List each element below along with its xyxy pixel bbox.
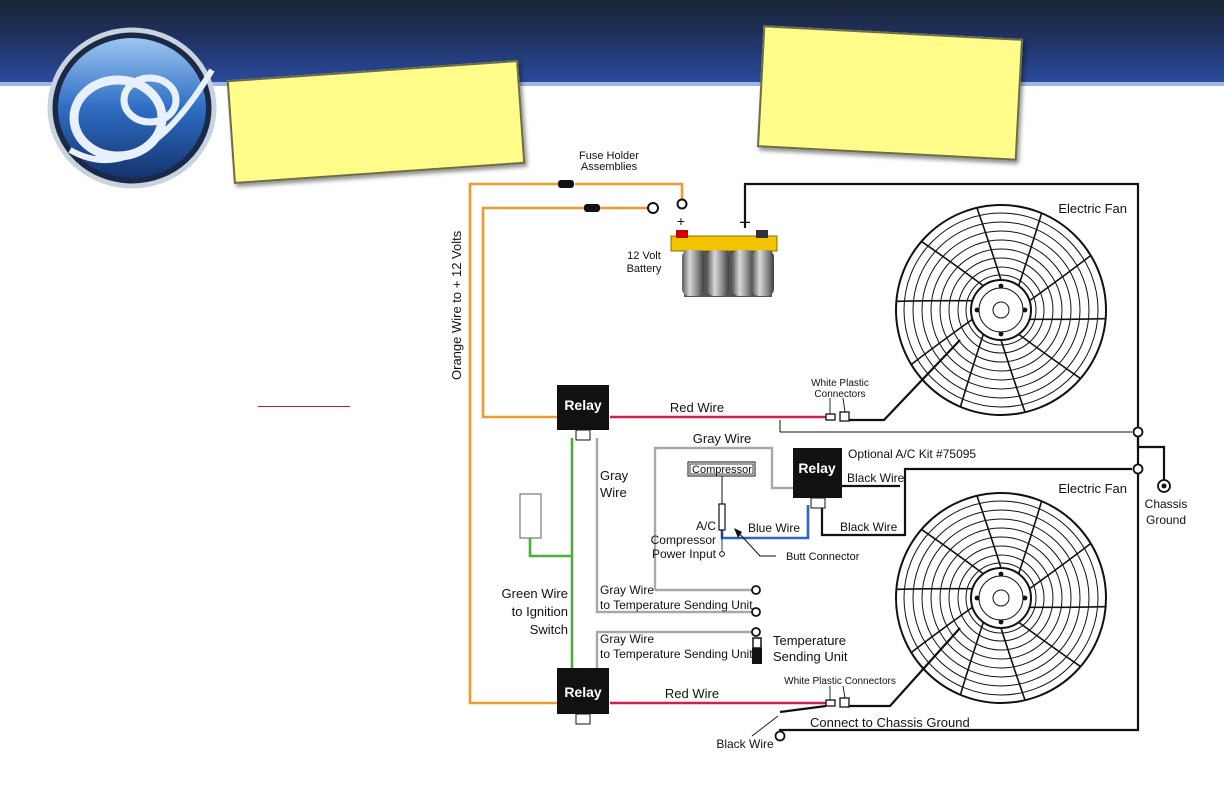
white-plastic-bottom-label: White Plastic Connectors bbox=[784, 676, 896, 687]
battery-label-2: Battery bbox=[627, 263, 662, 275]
temperature-sending-unit-icon bbox=[752, 637, 762, 664]
battery-icon bbox=[670, 230, 778, 297]
gray-temp-2-label-1: Gray Wire bbox=[600, 632, 654, 646]
black-wire-bottom-label: Black Wire bbox=[716, 737, 774, 751]
connect-chassis-label: Connect to Chassis Ground bbox=[810, 715, 970, 730]
green-wire bbox=[528, 438, 574, 668]
relay-bottom-label: Relay bbox=[564, 684, 602, 700]
fuse-holder-icon bbox=[558, 180, 688, 214]
blue-wire-label: Blue Wire bbox=[748, 521, 800, 535]
white-plastic-connector-icon bbox=[825, 411, 850, 708]
butt-connector-label: Butt Connector bbox=[786, 551, 860, 563]
green-wire-label-2: to Ignition bbox=[512, 604, 568, 619]
relay-icon bbox=[557, 385, 842, 725]
gray-temp-1-label-1: Gray Wire bbox=[600, 583, 654, 597]
ignition-switch-box bbox=[519, 493, 542, 539]
orange-wire-label: Orange Wire to + 12 Volts bbox=[449, 230, 464, 380]
fan-icon-top bbox=[895, 204, 1107, 416]
orange-wire bbox=[468, 182, 684, 705]
red-wire-top-label: Red Wire bbox=[670, 400, 724, 415]
battery-label-1: 12 Volt bbox=[627, 250, 661, 262]
black-wire-label-2: Black Wire bbox=[840, 520, 898, 534]
temp-sending-unit-label-1: Temperature bbox=[773, 633, 846, 648]
relay-top-label: Relay bbox=[564, 397, 602, 413]
relay-mid-label: Relay bbox=[798, 460, 836, 476]
electric-fan-bottom-label: Electric Fan bbox=[1058, 481, 1127, 496]
green-wire-label-1: Green Wire bbox=[502, 586, 568, 601]
electric-fan-top-label: Electric Fan bbox=[1058, 201, 1127, 216]
fan-icon-bottom bbox=[895, 492, 1107, 704]
gray-wire-top-label: Gray Wire bbox=[693, 431, 752, 446]
green-wire-label-3: Switch bbox=[530, 622, 568, 637]
compressor-label: Compressor bbox=[692, 464, 752, 476]
white-plastic-top-label-2: Connectors bbox=[814, 389, 865, 400]
be-cool-logo-icon bbox=[47, 27, 217, 189]
chassis-ground-label-1: Chassis bbox=[1145, 497, 1188, 511]
battery-plus-label: + bbox=[677, 213, 685, 229]
fuse-holder-label-1: Fuse Holder bbox=[579, 150, 639, 162]
gray-temp-1-label-2: to Temperature Sending Unit bbox=[600, 598, 753, 612]
black-wire-label-1: Black Wire bbox=[847, 471, 905, 485]
ac-power-label-3: Power Input bbox=[652, 547, 717, 561]
header-rule bbox=[0, 82, 1224, 86]
ac-power-label-1: A/C bbox=[696, 519, 716, 533]
link-underline bbox=[258, 406, 350, 407]
gray-wire-vert-label-1: Gray bbox=[600, 468, 629, 483]
gray-temp-2-label-2: to Temperature Sending Unit bbox=[600, 647, 753, 661]
optional-ac-label: Optional A/C Kit #75095 bbox=[848, 447, 976, 461]
gray-wire-vert-label-2: Wire bbox=[600, 485, 627, 500]
red-wire-bottom-label: Red Wire bbox=[665, 686, 719, 701]
fuse-holder-label-2: Assemblies bbox=[581, 161, 638, 173]
gray-wire bbox=[595, 438, 793, 703]
white-plastic-top-label-1: White Plastic bbox=[811, 378, 869, 389]
chassis-ground-label-2: Ground bbox=[1146, 513, 1186, 527]
red-wire bbox=[610, 415, 826, 705]
temp-sending-unit-label-2: Sending Unit bbox=[773, 649, 848, 664]
ac-power-label-2: Compressor bbox=[651, 533, 716, 547]
battery-minus-label: – bbox=[740, 211, 750, 231]
